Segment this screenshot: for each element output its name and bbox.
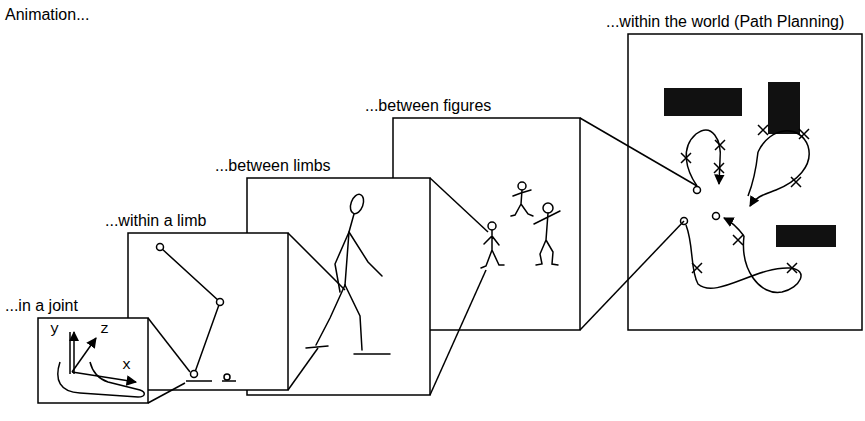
world-panel-part <box>664 88 742 116</box>
zoom-line <box>148 318 190 372</box>
world-panel-part <box>787 263 797 273</box>
zoom-line <box>430 178 488 232</box>
limb-panel-part <box>217 299 224 306</box>
axis-label: z <box>100 322 109 338</box>
joint-panel-part <box>72 338 96 372</box>
world-panel-part <box>714 163 724 173</box>
joint-panel <box>38 318 148 403</box>
world-panel-part <box>750 131 809 206</box>
limbs-box: ...between limbs <box>247 178 430 395</box>
world-panel-part <box>776 225 836 247</box>
world-panel-part <box>724 218 744 236</box>
world-panel-part <box>758 125 768 135</box>
world-panel-part <box>628 34 862 330</box>
limb-panel-part <box>161 248 220 372</box>
figures-box: ...between figures <box>393 118 580 330</box>
limbs-panel-part <box>345 285 390 354</box>
panel-heading: ...between figures <box>365 97 491 115</box>
zoom-line <box>430 270 486 395</box>
world-panel-part <box>733 235 743 245</box>
axis-label: y <box>50 322 59 338</box>
limb-panel-part <box>128 233 288 390</box>
limb-panel-part <box>191 371 198 378</box>
world-panel-part <box>715 140 725 150</box>
world-panel-part <box>686 130 720 186</box>
axis-label: x <box>122 358 131 374</box>
world-panel-part <box>768 82 800 134</box>
world-panel-part <box>713 213 720 220</box>
limb-panel <box>128 233 288 390</box>
figures-panel-part <box>518 182 526 190</box>
diagram-title: Animation... <box>5 6 89 24</box>
world-box: ...within the world (Path Planning) <box>628 34 862 330</box>
limbs-panel-part <box>348 193 366 216</box>
limbs-panel-part <box>335 232 382 292</box>
zoom-line <box>148 383 185 403</box>
limbs-panel-part <box>306 285 345 348</box>
world-panel-part <box>748 152 758 196</box>
limbs-panel-part <box>345 214 354 285</box>
panel-heading: ...within a limb <box>105 212 206 230</box>
joint-panel-part <box>70 332 74 374</box>
figures-panel-part <box>511 190 533 216</box>
world-panel-part <box>686 225 801 292</box>
panel-heading: ...within the world (Path Planning) <box>606 13 844 31</box>
figures-panel-part <box>534 211 560 265</box>
panel-heading: ...between limbs <box>215 157 331 175</box>
limb-panel-part <box>224 374 230 380</box>
figures-panel-part <box>488 222 496 230</box>
zoom-line <box>288 348 318 390</box>
figures-panel-part <box>481 230 504 268</box>
limb-panel-part <box>186 380 236 382</box>
joint-panel-part <box>58 362 144 397</box>
zoom-line <box>288 233 345 290</box>
panel-heading: ...in a joint <box>5 297 78 315</box>
limb-panel-part <box>157 244 164 251</box>
world-panel-part <box>692 263 702 273</box>
limb-box: ...within a limb <box>128 233 288 390</box>
figures-panel-part <box>543 203 553 213</box>
zoom-line <box>580 221 684 330</box>
world-panel-part <box>799 129 809 139</box>
zoom-line <box>580 118 697 186</box>
world-panel <box>628 34 862 330</box>
joint-panel-part <box>38 318 148 403</box>
world-panel-part <box>791 177 801 187</box>
world-panel-part <box>681 153 691 163</box>
world-panel-part <box>694 187 701 194</box>
